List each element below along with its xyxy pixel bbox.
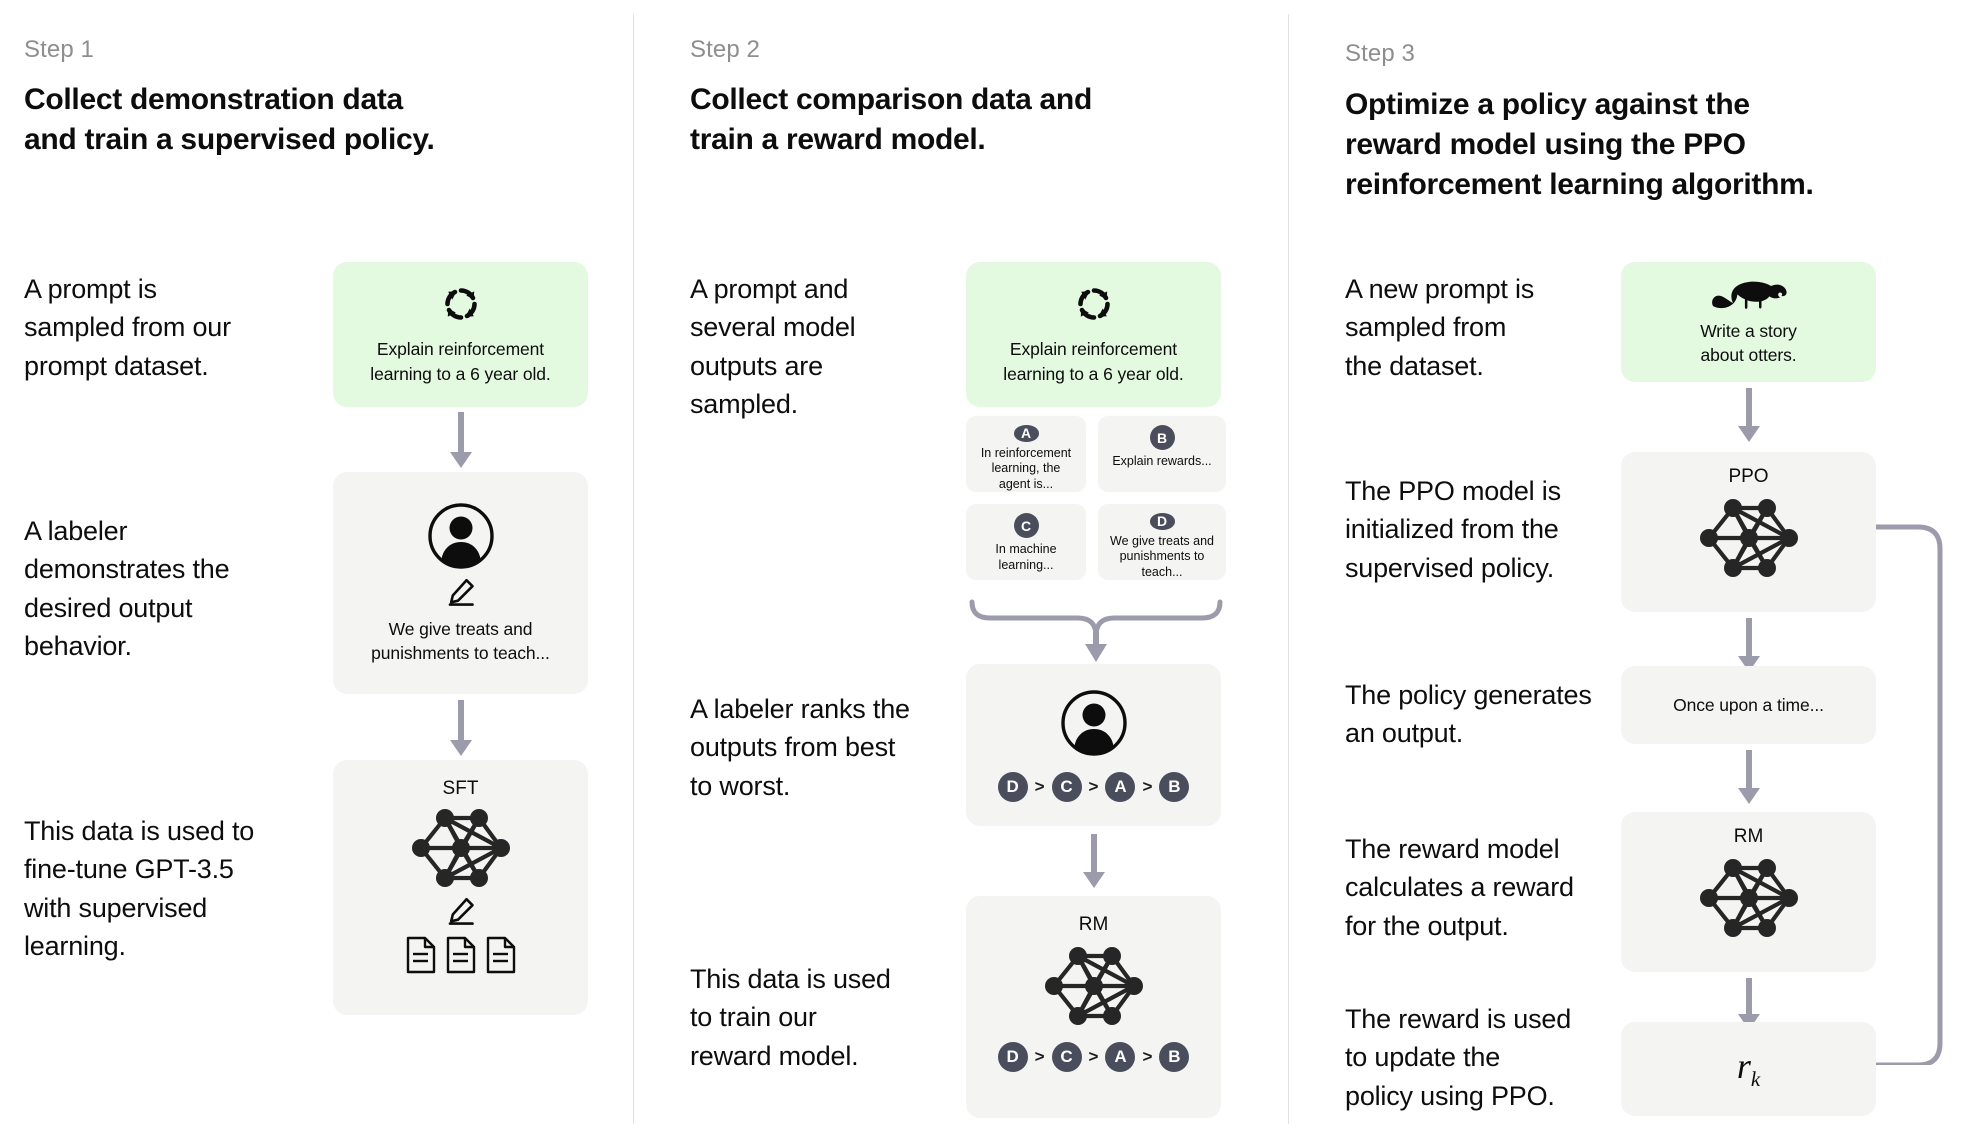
step-3-rm-title: RM bbox=[1733, 826, 1764, 847]
option-text-d: We give treats and punishments to teach.… bbox=[1110, 533, 1214, 579]
step-2-arrow-1 bbox=[1066, 834, 1122, 890]
step-1-column: Step 1 Collect demonstration data and tr… bbox=[0, 0, 633, 1142]
step-1-description-2: A labeler demonstrates the desired outpu… bbox=[24, 516, 230, 661]
rank-separator: > bbox=[1088, 1047, 1099, 1066]
option-text-b: Explain rewards... bbox=[1112, 454, 1212, 468]
step-3-title: Optimize a policy against the reward mod… bbox=[1345, 88, 1814, 201]
step-3-description-3: The policy generates an output. bbox=[1345, 680, 1592, 749]
option-badge-d: D bbox=[1149, 513, 1175, 530]
neural-network-icon bbox=[1695, 494, 1803, 582]
step-3-output-card: Once upon a time... bbox=[1621, 666, 1876, 744]
step-1-arrow-2 bbox=[433, 700, 489, 756]
option-badge-c: C bbox=[1013, 513, 1039, 538]
step-2-description-3: This data is used to train our reward mo… bbox=[690, 964, 891, 1071]
option-text-c: In machine learning... bbox=[995, 542, 1057, 572]
step-2-column: Step 2 Collect comparison data and train… bbox=[633, 0, 1288, 1142]
option-card-b: B Explain rewards... bbox=[1098, 416, 1226, 492]
step-3-ppo-title: PPO bbox=[1728, 466, 1769, 487]
step-3-prompt-card: Write a story about otters. bbox=[1621, 262, 1876, 382]
step-2-rm-title: RM bbox=[1078, 914, 1109, 935]
step-2-prompt-text: Explain reinforcement learning to a 6 ye… bbox=[1003, 339, 1184, 384]
step-2-description-1: A prompt and several model outputs are s… bbox=[690, 274, 856, 419]
pencil-icon bbox=[446, 577, 476, 607]
step-3-description-1: A new prompt is sampled from the dataset… bbox=[1345, 274, 1535, 381]
document-icon bbox=[485, 936, 517, 974]
column-divider-1 bbox=[633, 14, 634, 1124]
person-avatar-icon bbox=[1059, 688, 1129, 758]
rank-separator: > bbox=[1034, 1047, 1045, 1066]
document-icon bbox=[405, 936, 437, 974]
rank-badge-1: D bbox=[997, 772, 1028, 802]
document-icon bbox=[445, 936, 477, 974]
rank-badge-2: C bbox=[1051, 772, 1082, 802]
column-divider-2 bbox=[1288, 14, 1289, 1124]
step-2-prompt-card: Explain reinforcement learning to a 6 ye… bbox=[966, 262, 1221, 407]
step-3-description-5: The reward is used to update the policy … bbox=[1345, 1004, 1572, 1111]
step-2-rm-card: RM bbox=[966, 896, 1221, 1118]
pencil-icon bbox=[446, 896, 476, 926]
option-card-a: A In reinforcement learning, the agent i… bbox=[966, 416, 1086, 492]
step-2-rm-ranking: D > C > A > B bbox=[997, 1042, 1190, 1072]
rank-separator: > bbox=[1142, 777, 1153, 796]
step-1-documents bbox=[405, 936, 517, 974]
step-2-description-2: A labeler ranks the outputs from best to… bbox=[690, 694, 910, 801]
step-2-labeler-card: D > C > A > B bbox=[966, 664, 1221, 826]
step-1-labeler-card: We give treats and punishments to teach.… bbox=[333, 472, 588, 694]
rank-badge-3: A bbox=[1105, 772, 1136, 802]
step-3-description-4: The reward model calculates a reward for… bbox=[1345, 834, 1574, 941]
refresh-cycle-icon bbox=[440, 283, 482, 325]
step-2-labeler-ranking: D > C > A > B bbox=[997, 772, 1190, 802]
step-1-prompt-text: Explain reinforcement learning to a 6 ye… bbox=[370, 339, 551, 384]
rank-badge-4: B bbox=[1159, 772, 1190, 802]
step-3-label: Step 3 bbox=[1345, 40, 1415, 67]
option-badge-a: A bbox=[1013, 425, 1039, 442]
step-1-arrow-1 bbox=[433, 412, 489, 468]
reward-formula: rk bbox=[1737, 1045, 1760, 1092]
step-1-prompt-card: Explain reinforcement learning to a 6 ye… bbox=[333, 262, 588, 407]
rank-badge-4: B bbox=[1159, 1042, 1190, 1072]
step-2-label: Step 2 bbox=[690, 36, 760, 63]
step-3-column: Step 3 Optimize a policy against the rew… bbox=[1288, 0, 1964, 1142]
step-1-title: Collect demonstration data and train a s… bbox=[24, 83, 435, 156]
step-1-sft-title: SFT bbox=[442, 778, 479, 799]
neural-network-icon bbox=[407, 804, 515, 892]
step-3-rm-card: RM bbox=[1621, 812, 1876, 972]
reward-symbol: r bbox=[1736, 1046, 1751, 1087]
neural-network-icon bbox=[1040, 942, 1148, 1030]
option-card-c: C In machine learning... bbox=[966, 504, 1086, 580]
person-avatar-icon bbox=[426, 501, 496, 571]
rank-badge-3: A bbox=[1105, 1042, 1136, 1072]
step-2-merge-brace-arrow bbox=[966, 596, 1226, 668]
step-1-description-3: This data is used to fine-tune GPT-3.5 w… bbox=[24, 816, 255, 961]
step-2-title: Collect comparison data and train a rewa… bbox=[690, 83, 1092, 156]
step-3-output-text: Once upon a time... bbox=[1673, 694, 1824, 715]
option-card-d: D We give treats and punishments to teac… bbox=[1098, 504, 1226, 580]
step-1-sft-card: SFT bbox=[333, 760, 588, 1015]
step-3-description-2: The PPO model is initialized from the su… bbox=[1345, 476, 1561, 583]
step-2-options-grid: A In reinforcement learning, the agent i… bbox=[966, 416, 1226, 580]
rank-separator: > bbox=[1034, 777, 1045, 796]
rank-badge-2: C bbox=[1051, 1042, 1082, 1072]
step-3-arrow-1 bbox=[1721, 388, 1777, 444]
refresh-cycle-icon bbox=[1073, 283, 1115, 325]
step-1-description-1: A prompt is sampled from our prompt data… bbox=[24, 274, 231, 381]
neural-network-icon bbox=[1695, 854, 1803, 942]
step-3-reward-card: rk bbox=[1621, 1022, 1876, 1116]
step-3-arrow-3 bbox=[1721, 750, 1777, 806]
step-1-labeler-text: We give treats and punishments to teach.… bbox=[371, 618, 550, 663]
option-badge-b: B bbox=[1149, 425, 1175, 450]
step-3-prompt-text: Write a story about otters. bbox=[1700, 320, 1797, 365]
otter-icon bbox=[1708, 277, 1790, 313]
option-text-a: In reinforcement learning, the agent is.… bbox=[980, 445, 1072, 491]
step-3-ppo-card: PPO bbox=[1621, 452, 1876, 612]
rank-separator: > bbox=[1142, 1047, 1153, 1066]
step-1-label: Step 1 bbox=[24, 36, 94, 63]
rank-badge-1: D bbox=[997, 1042, 1028, 1072]
rank-separator: > bbox=[1088, 777, 1099, 796]
reward-subscript: k bbox=[1750, 1067, 1761, 1092]
